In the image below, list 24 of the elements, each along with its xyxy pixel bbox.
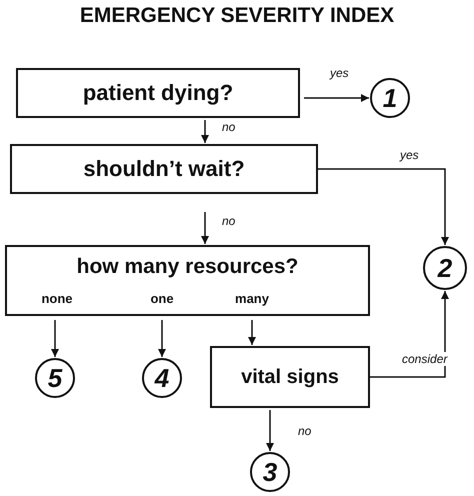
arrow (304, 94, 369, 102)
arrow (266, 410, 274, 451)
arrow (51, 320, 59, 357)
arrow (318, 168, 449, 245)
process-box: shouldn’t wait? (10, 144, 318, 194)
arrow (248, 320, 256, 345)
number-circle: 5 (35, 358, 75, 398)
process-box (5, 245, 370, 316)
option-label: many (235, 291, 269, 306)
option-label: one (150, 291, 174, 306)
arrow (201, 120, 209, 143)
number-circle: 4 (142, 358, 182, 398)
process-box: patient dying? (16, 68, 300, 118)
box-heading: how many resources? (76, 255, 300, 279)
process-box: vital signs (210, 346, 370, 408)
option-label: none (41, 291, 73, 306)
number-circle: 2 (423, 246, 467, 290)
number-circle: 1 (370, 78, 410, 118)
arrow (158, 320, 166, 357)
diagram-title: EMERGENCY SEVERITY INDEX (80, 4, 394, 28)
arrow (370, 291, 449, 378)
number-circle: 3 (250, 452, 290, 492)
edge-label: consider (400, 352, 450, 366)
arrow (201, 212, 209, 244)
